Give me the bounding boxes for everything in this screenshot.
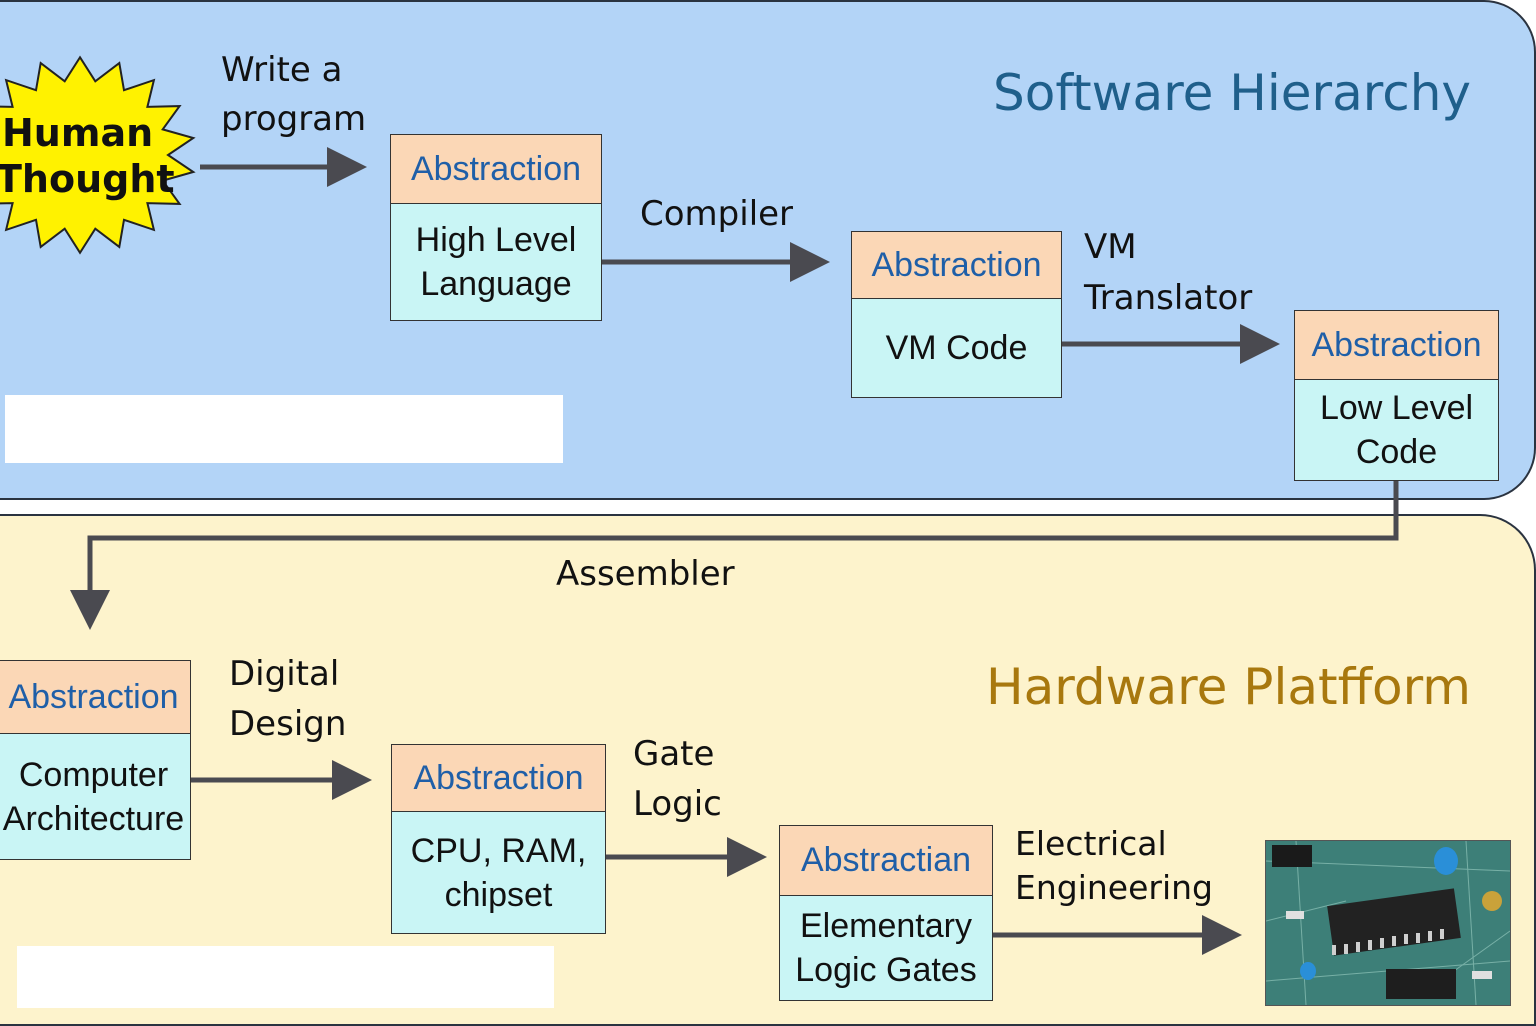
box-body: Low Level Code xyxy=(1319,389,1474,471)
human-thought-label-2: Thought xyxy=(0,157,175,201)
box-body: High Level Language xyxy=(415,221,577,303)
electrical-engineering-label-2: Engineering xyxy=(1015,868,1213,907)
box-body: Elementary Logic Gates xyxy=(795,907,977,989)
box-head: Abstraction xyxy=(392,745,605,812)
circuit-board-icon xyxy=(1266,841,1510,1005)
compiler-label: Compiler xyxy=(640,194,794,234)
vm-translator-label-1: VM xyxy=(1084,227,1137,267)
arrow-assembler xyxy=(70,480,1399,630)
white-mask-bottom xyxy=(17,946,554,1008)
box-cpu-ram-chipset: Abstraction CPU, RAM, chipset xyxy=(391,744,606,934)
box-vm-code: Abstraction VM Code xyxy=(851,231,1062,398)
box-head: Abstraction xyxy=(852,232,1061,299)
assembler-label: Assembler xyxy=(556,554,735,594)
electrical-engineering-label-1: Electrical xyxy=(1015,824,1167,863)
gate-logic-label-2: Logic xyxy=(633,784,722,824)
box-head: Abstraction xyxy=(1295,311,1498,380)
hardware-platform-title: Hardware Platfform xyxy=(986,658,1472,716)
box-low-level-code: Abstraction Low Level Code xyxy=(1294,310,1499,481)
human-thought-label-1: Human xyxy=(2,111,154,155)
box-body: Computer Architecture xyxy=(2,755,185,838)
write-program-label-2: program xyxy=(221,99,367,139)
box-head: Abstraction xyxy=(0,661,190,734)
gate-logic-label-1: Gate xyxy=(633,734,715,774)
vm-translator-label-2: Translator xyxy=(1084,278,1253,318)
box-body: CPU, RAM, chipset xyxy=(410,831,587,914)
digital-design-label-2: Design xyxy=(229,704,347,744)
box-head: Abstractian xyxy=(780,826,992,896)
circuit-board-photo xyxy=(1265,840,1511,1006)
write-program-label-1: Write a xyxy=(221,50,343,90)
box-high-level-language: Abstraction High Level Language xyxy=(390,134,602,321)
software-hierarchy-title: Software Hierarchy xyxy=(993,64,1471,122)
box-body: VM Code xyxy=(885,329,1028,367)
white-mask-top xyxy=(5,395,563,463)
digital-design-label-1: Digital xyxy=(229,654,340,694)
box-elementary-logic-gates: Abstractian Elementary Logic Gates xyxy=(779,825,993,1001)
box-head: Abstraction xyxy=(391,135,601,204)
human-thought-starburst xyxy=(0,55,196,255)
box-computer-architecture: Abstraction Computer Architecture xyxy=(0,660,191,860)
